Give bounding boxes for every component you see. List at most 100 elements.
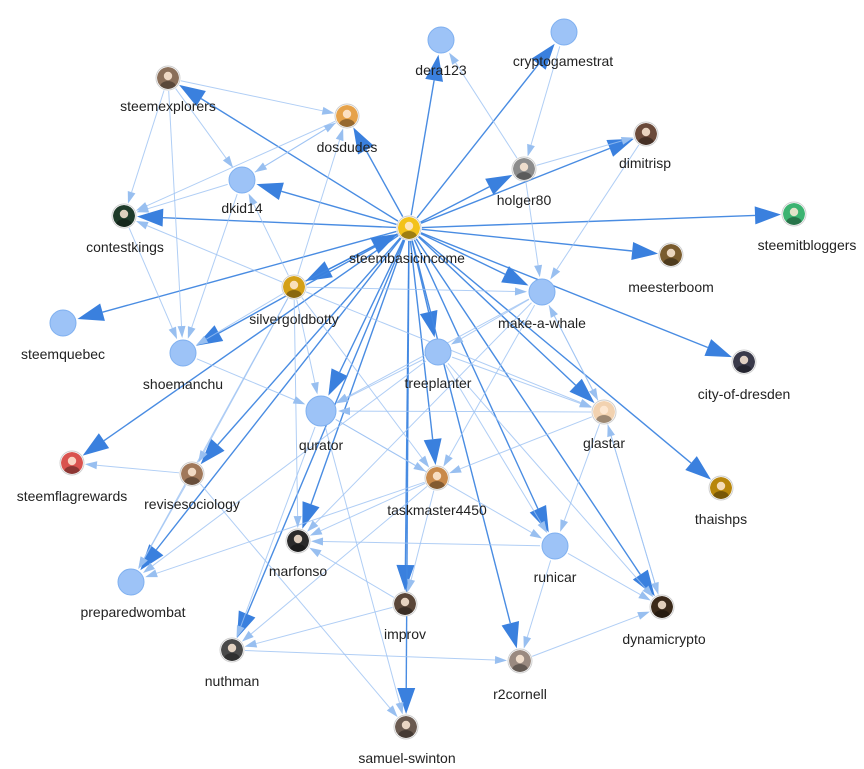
edge-qurator-to-samuel-swinton: [324, 427, 404, 715]
edge-arrowhead: [579, 399, 592, 408]
edge-steembasicincome-to-contestkings: [136, 208, 397, 229]
edge-arrowhead: [501, 266, 529, 286]
node-circle: [541, 532, 569, 560]
edge-line: [240, 426, 316, 627]
edge-arrowhead: [704, 339, 732, 358]
samuel-avatar-icon: [395, 716, 417, 738]
edge-line: [536, 140, 623, 166]
edge-line: [191, 194, 238, 328]
node-dimitrisp[interactable]: [633, 121, 659, 149]
node-qurator[interactable]: [305, 395, 337, 427]
node-dkid14[interactable]: [228, 166, 256, 194]
edge-dkid14-to-shoemanchu: [187, 194, 238, 339]
node-revisesociology[interactable]: [179, 461, 205, 489]
edge-arrowhead: [84, 461, 98, 470]
node-label-steembasicincome: steembasicincome: [349, 250, 465, 266]
node-label-preparedwombat: preparedwombat: [80, 604, 185, 620]
edge-line: [526, 560, 552, 638]
edge-treeplanter-to-qurator: [336, 358, 425, 404]
node-dera123[interactable]: [427, 26, 455, 54]
node-silvergoldbotty[interactable]: [281, 274, 307, 302]
node-steemitbloggers[interactable]: [781, 201, 807, 229]
node-glastar[interactable]: [591, 399, 617, 427]
edge-steembasicincome-to-r2cornell: [411, 240, 520, 649]
edge-arrowhead: [386, 705, 398, 718]
node-steemexplorers[interactable]: [155, 65, 181, 93]
node-improv[interactable]: [392, 591, 418, 619]
edge-line: [410, 80, 435, 216]
glastar-face-icon: [593, 401, 615, 423]
edge-line: [339, 239, 404, 373]
node-marfonso[interactable]: [285, 528, 311, 556]
node-thaishps[interactable]: [708, 475, 734, 503]
node-cryptogamestrat[interactable]: [550, 18, 578, 46]
node-nuthman[interactable]: [219, 637, 245, 665]
node-circle: [117, 568, 145, 596]
edge-silvergoldbotty-to-marfonso: [293, 299, 302, 529]
edge-steemexplorers-to-contestkings: [127, 90, 165, 204]
edge-arrowhead: [418, 455, 430, 468]
revise-avatar-icon: [181, 463, 203, 485]
node-dynamicrypto[interactable]: [649, 594, 675, 622]
edge-arrowhead: [419, 310, 438, 338]
edge-arrowhead: [443, 454, 453, 467]
edge-line: [411, 240, 511, 624]
edge-line: [346, 358, 425, 399]
node-preparedwombat[interactable]: [117, 568, 145, 596]
edge-dimitrisp-to-make-a-whale: [550, 144, 640, 280]
edge-line: [293, 299, 299, 517]
edge-line: [264, 122, 337, 167]
edge-arrowhead: [527, 143, 535, 157]
edge-arrowhead: [77, 303, 105, 321]
edge-silvergoldbotty-to-contestkings: [135, 221, 283, 283]
edge-contestkings-to-shoemanchu: [128, 227, 178, 340]
node-steembasicincome[interactable]: [396, 215, 422, 243]
edge-line: [143, 298, 289, 559]
edge-steembasicincome-to-glastar: [417, 236, 595, 404]
node-label-meesterboom: meesterboom: [628, 279, 714, 295]
edge-treeplanter-to-runicar: [445, 364, 548, 534]
edges-layer: [77, 43, 782, 718]
edge-r2cornell-to-dynamicrypto: [531, 611, 650, 657]
edge-arrowhead: [449, 465, 462, 474]
node-samuel-swinton[interactable]: [393, 714, 419, 742]
edge-line: [155, 237, 402, 551]
edge-line: [420, 232, 709, 349]
node-dosdudes[interactable]: [334, 103, 360, 131]
edge-line: [305, 245, 375, 282]
edge-line: [244, 649, 496, 661]
node-label-steemitbloggers: steemitbloggers: [758, 237, 857, 253]
edge-runicar-to-marfonso: [310, 537, 541, 547]
node-runicar[interactable]: [541, 532, 569, 560]
edge-treeplanter-to-preparedwombat: [143, 360, 427, 574]
node-steemquebec[interactable]: [49, 309, 77, 337]
node-city-of-dresden[interactable]: [731, 349, 757, 377]
node-label-silvergoldbotty: silvergoldbotty: [249, 311, 339, 327]
node-steemflagrewards[interactable]: [59, 450, 85, 478]
edge-arrowhead: [200, 438, 225, 465]
node-treeplanter[interactable]: [424, 338, 452, 366]
edge-line: [205, 293, 284, 340]
edge-arrowhead: [177, 325, 186, 339]
edge-steembasicincome-to-make-a-whale: [420, 233, 529, 286]
edge-arrowhead: [237, 610, 256, 639]
node-label-steemexplorers: steemexplorers: [120, 98, 216, 114]
node-label-nuthman: nuthman: [205, 673, 259, 689]
edge-arrowhead: [222, 155, 234, 168]
node-shoemanchu[interactable]: [169, 339, 197, 367]
edge-line: [365, 149, 404, 217]
edge-silvergoldbotty-to-shoemanchu: [195, 293, 284, 346]
node-taskmaster4450[interactable]: [424, 465, 450, 493]
node-label-glastar: glastar: [583, 435, 625, 451]
node-meesterboom[interactable]: [658, 242, 684, 270]
edge-arrowhead: [309, 527, 323, 536]
node-holger80[interactable]: [511, 156, 537, 184]
node-label-shoemanchu: shoemanchu: [143, 376, 223, 392]
node-r2cornell[interactable]: [507, 648, 533, 676]
node-contestkings[interactable]: [111, 203, 137, 231]
edge-arrowhead: [307, 520, 319, 532]
dynamicrypto-avatar-icon: [651, 596, 673, 618]
node-make-a-whale[interactable]: [528, 278, 556, 306]
edge-steembasicincome-to-steemquebec: [77, 230, 397, 321]
